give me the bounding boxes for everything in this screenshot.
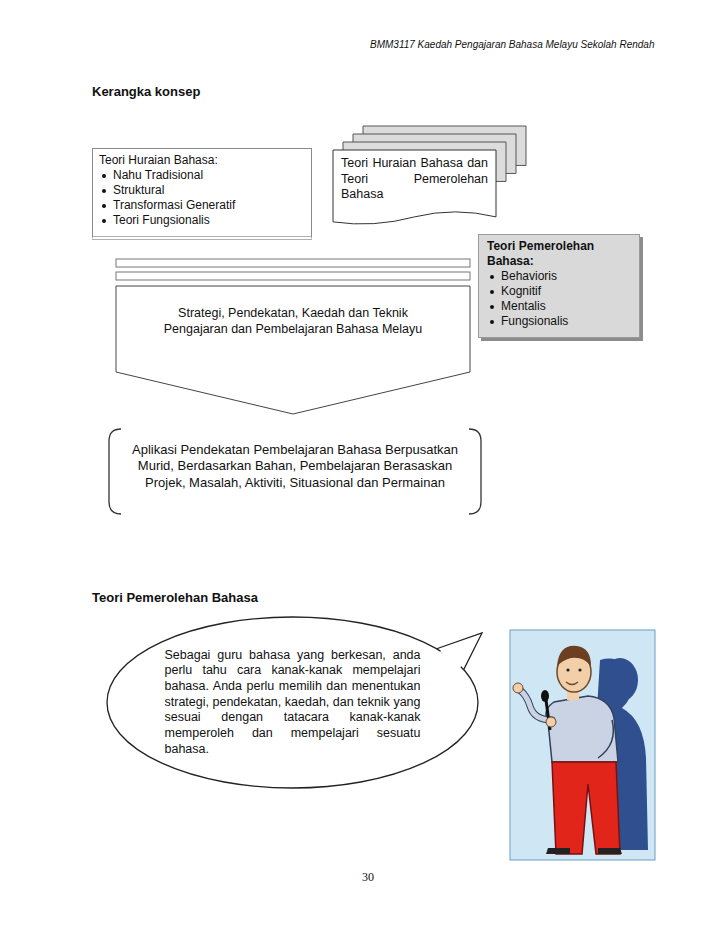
list-item: Mentalis xyxy=(487,299,631,314)
list-item: Behavioris xyxy=(487,269,631,284)
node-text: Sebagai guru bahasa yang berkesan, anda … xyxy=(165,648,421,757)
list-item: Transformasi Generatif xyxy=(99,198,305,213)
theory-box-shaded: Teori Pemerolehan Bahasa:BehaviorisKogni… xyxy=(478,234,640,338)
running-header: BMM3117 Kaedah Pengajaran Bahasa Melayu … xyxy=(370,39,654,50)
node-text: Aplikasi Pendekatan Pembelajaran Bahasa … xyxy=(131,442,459,491)
speaker-illustration xyxy=(510,630,655,860)
list-item: Struktural xyxy=(99,183,305,198)
bubble-text-holder: Sebagai guru bahasa yang berkesan, anda … xyxy=(165,648,421,757)
list-item: Kognitif xyxy=(487,284,631,299)
list-item: Teori Fungsionalis xyxy=(99,213,305,228)
page-number: 30 xyxy=(362,870,374,885)
bracket-box: Aplikasi Pendekatan Pembelajaran Bahasa … xyxy=(105,428,485,515)
node-text: Teori Pemerolehan Bahasa: xyxy=(487,239,631,269)
band xyxy=(116,272,470,280)
theory-box: Teori Huraian Bahasa:Nahu TradisionalStr… xyxy=(92,148,312,240)
list-item: Fungsionalis xyxy=(487,314,631,329)
section-heading: Teori Pemerolehan Bahasa xyxy=(92,590,258,605)
speech-bubble: Sebagai guru bahasa yang berkesan, anda … xyxy=(105,615,480,790)
document-stack: Teori Huraian Bahasa dan Teori Pemeroleh… xyxy=(333,150,496,229)
list-item: Nahu Tradisional xyxy=(99,168,305,183)
node-text: Strategi, Pendekatan, Kaedah dan Teknik … xyxy=(160,306,426,337)
arrow-outline xyxy=(116,286,470,414)
node-text: Teori Huraian Bahasa dan Teori Pemeroleh… xyxy=(341,156,488,203)
block-arrow: Strategi, Pendekatan, Kaedah dan Teknik … xyxy=(116,286,470,414)
section-title: Kerangka konsep xyxy=(92,84,200,99)
node-text: Teori Huraian Bahasa: xyxy=(99,153,305,168)
band xyxy=(116,259,470,267)
